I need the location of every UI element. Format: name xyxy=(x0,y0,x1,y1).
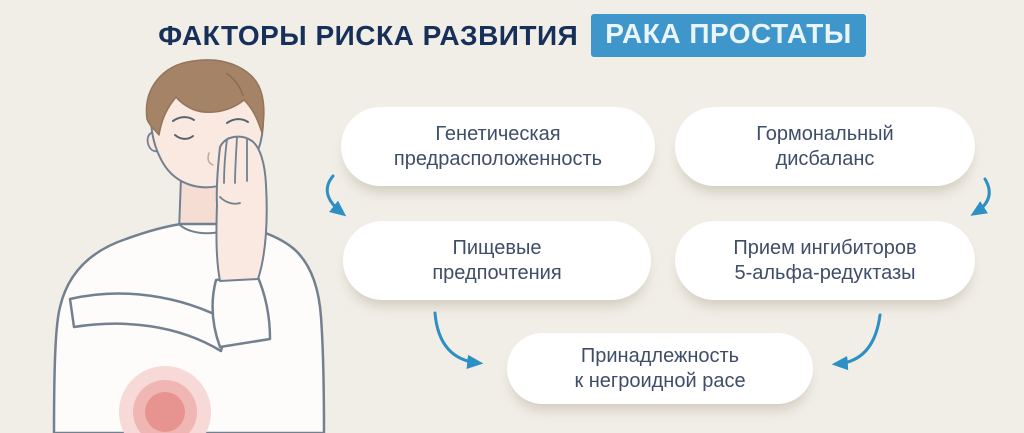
curved-arrow-inhibitors-to-race xyxy=(831,313,882,371)
factor-label-line: Генетическая xyxy=(435,122,561,145)
factor-label-line: Принадлежность xyxy=(580,344,740,367)
eyebrow-left xyxy=(172,116,195,122)
page-title: ФАКТОРЫ РИСКА РАЗВИТИЯ РАКА ПРОСТАТЫ xyxy=(0,14,1024,57)
factor-card-inhibitors: Прием ингибиторов 5-альфа-редуктазы xyxy=(675,221,975,300)
factor-label-line: к негроидной расе xyxy=(574,369,746,392)
hair-strand xyxy=(225,72,244,97)
finger-line xyxy=(234,136,238,184)
man-illustration xyxy=(52,59,326,433)
factor-card-genetic: Генетическая предрасположенность xyxy=(341,107,655,186)
crossed-arm xyxy=(68,292,230,353)
curved-arrow-genetic-to-diet xyxy=(325,174,347,217)
thumb-line xyxy=(219,196,241,205)
pain-marker xyxy=(119,366,211,433)
factor-card-hormonal: Гормональный дисбаланс xyxy=(675,107,975,186)
closed-eye-left xyxy=(174,134,194,140)
nose xyxy=(207,152,214,166)
factor-label-line: Пищевые xyxy=(452,236,542,259)
hand-on-face xyxy=(215,135,268,282)
title-highlight-badge: РАКА ПРОСТАТЫ xyxy=(591,14,866,57)
factor-label-line: предрасположенность xyxy=(393,147,603,170)
factor-card-diet: Пищевые предпочтения xyxy=(343,221,651,300)
factor-label-line: Прием ингибиторов xyxy=(733,236,917,259)
raised-forearm xyxy=(211,273,272,349)
finger-line xyxy=(223,138,228,184)
factor-label-line: предпочтения xyxy=(432,261,562,284)
factor-label-line: Гормональный xyxy=(756,122,894,145)
hair xyxy=(145,59,265,136)
title-text: ФАКТОРЫ РИСКА РАЗВИТИЯ xyxy=(158,19,579,51)
curved-arrow-diet-to-race xyxy=(433,311,484,370)
eyebrow-right xyxy=(226,118,249,124)
factor-label-line: дисбаланс xyxy=(775,147,875,170)
factor-card-race: Принадлежность к негроидной расе xyxy=(507,333,813,404)
factor-label-line: 5-альфа-редуктазы xyxy=(734,261,916,284)
curved-arrow-hormonal-to-inhibitors xyxy=(970,177,991,216)
